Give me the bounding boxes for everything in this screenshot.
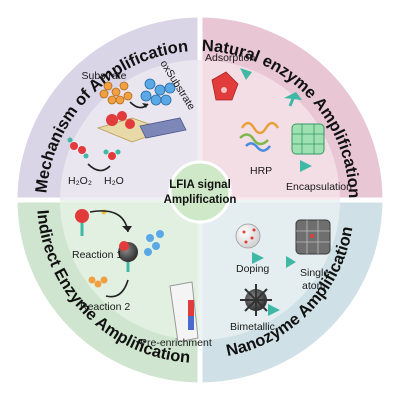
adsorption-enzyme-icon [211,68,252,101]
reaction2-label: Reaction 2 [80,301,130,313]
signal-molecule-icon [144,230,164,256]
preenrichment-tube-icon [169,281,199,343]
reaction1-arrowhead-icon [122,226,132,232]
nanozyme-chip-icon [96,111,187,143]
bimetallic-label: Bimetallic [230,321,275,333]
oxsubstrate-molecule-icon [140,78,176,106]
hrp-protein-icon [239,121,280,152]
single-atom-label-line2: atom [302,280,326,292]
preenrichment-label: Pre-enrichment [140,337,212,349]
h2o2-label: H₂O₂ [68,175,92,187]
substrate-label: Substrate [82,70,127,82]
encapsulation-cage-icon [291,123,325,172]
bimetallic-nanostar-icon [240,284,280,316]
single-atom-cube-icon [286,219,331,268]
single-atom-label-line1: Single [300,267,329,279]
hrp-label: HRP [250,165,272,177]
center-label-line2: Amplification [164,194,237,206]
encapsulation-label: Encapsulation [286,181,352,193]
indirect-inner-panel [60,200,200,340]
substrate-molecule-icon [99,81,133,105]
reaction2-complex-icon [118,241,138,272]
reaction-arrow-icon [87,163,111,172]
h2o-label: H₂O [104,175,124,187]
center-label-line1: LFIA signal [169,179,231,191]
doping-nanoparticle-icon [235,223,264,264]
reaction2-arrow-icon [105,279,129,298]
center-circle [168,160,232,224]
reaction2-substrate-icon [88,276,108,288]
adsorption-label: Adsorption [205,52,255,64]
conversion-arrowhead-icon [142,103,148,108]
reaction1-label: Reaction 1 [72,249,122,261]
h2o2-molecule-icon [67,137,89,159]
h2o-molecule-icon [103,149,121,160]
doping-label: Doping [236,263,269,275]
antibody-icon [284,92,302,107]
